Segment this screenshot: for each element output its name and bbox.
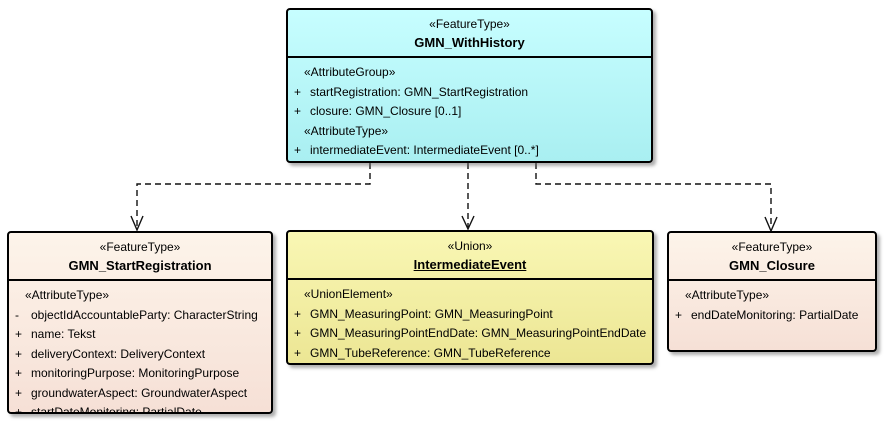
attribute-row: + groundwaterAspect: GroundwaterAspect [9, 384, 271, 404]
attribute-row: + name: Tekst [9, 325, 271, 345]
attribute-row: + startDateMonitoring: PartialDate [9, 403, 271, 412]
attribute-row: + monitoringPurpose: MonitoringPurpose [9, 364, 271, 384]
attribute-text: closure: GMN_Closure [0..1] [310, 104, 462, 118]
attribute-row: + intermediateEvent: IntermediateEvent [… [288, 141, 651, 161]
stereotype-label: «FeatureType» [731, 240, 813, 254]
class-header: «Union» IntermediateEvent [288, 232, 652, 280]
class-name: GMN_StartRegistration [68, 258, 212, 273]
attribute-text: endDateMonitoring: PartialDate [691, 307, 859, 322]
class-header: «FeatureType» GMN_StartRegistration [9, 233, 271, 281]
dependency-connector-withhistory-to-intermediateevent[interactable] [461, 163, 475, 231]
visibility-marker: + [294, 143, 302, 157]
section-label: «UnionElement» [304, 287, 393, 301]
class-header: «FeatureType» GMN_Closure [669, 233, 875, 281]
attribute-text: GMN_MeasuringPointEndDate: GMN_Measuring… [310, 326, 647, 340]
visibility-marker: + [675, 307, 683, 322]
attribute-row: + deliveryContext: DeliveryContext [9, 345, 271, 365]
dependency-connector-withhistory-to-closure[interactable] [535, 163, 778, 233]
class-name: GMN_Closure [729, 258, 815, 273]
open-arrowhead-icon [130, 215, 144, 232]
dependency-connector-withhistory-to-startregistration[interactable] [130, 163, 371, 232]
attribute-text: intermediateEvent: IntermediateEvent [0.… [310, 143, 539, 157]
attribute-text: startDateMonitoring: PartialDate [31, 405, 202, 412]
class-attributes: «AttributeType» - objectIdAccountablePar… [9, 281, 271, 412]
attribute-row: + startRegistration: GMN_StartRegistrati… [288, 83, 651, 103]
class-gmn-withhistory[interactable]: «FeatureType» GMN_WithHistory «Attribute… [286, 8, 653, 163]
attribute-text: deliveryContext: DeliveryContext [31, 346, 206, 361]
class-gmn-closure[interactable]: «FeatureType» GMN_Closure «AttributeType… [667, 231, 877, 352]
visibility-marker: + [294, 104, 302, 118]
section-label: «AttributeType» [304, 123, 389, 138]
attribute-row: + closure: GMN_Closure [0..1] [288, 102, 651, 122]
visibility-marker: + [15, 346, 23, 361]
class-attributes: «AttributeGroup» + startRegistration: GM… [288, 58, 651, 161]
visibility-marker: + [294, 84, 302, 99]
attribute-text: groundwaterAspect: GroundwaterAspect [31, 385, 248, 400]
visibility-marker: + [15, 366, 23, 380]
stereotype-label: «FeatureType» [99, 240, 181, 254]
attribute-row: + GMN_MeasuringPointEndDate: GMN_Measuri… [288, 324, 652, 344]
section-label: «AttributeType» [685, 288, 770, 302]
visibility-marker: + [15, 385, 23, 400]
class-name: IntermediateEvent [413, 257, 527, 272]
visibility-marker: + [294, 326, 302, 340]
attribute-text: GMN_TubeReference: GMN_TubeReference [310, 345, 551, 360]
section-label: «AttributeGroup» [304, 65, 396, 79]
attribute-text: objectIdAccountableParty: CharacterStrin… [31, 307, 258, 322]
attribute-row: - objectIdAccountableParty: CharacterStr… [9, 306, 271, 326]
class-attributes: «UnionElement» + GMN_MeasuringPoint: GMN… [288, 280, 652, 363]
attribute-text: startRegistration: GMN_StartRegistration [310, 84, 529, 99]
stereotype-label: «FeatureType» [429, 17, 510, 31]
attribute-row: + GMN_TubeReference: GMN_TubeReference [288, 344, 652, 364]
class-attributes: «AttributeType» + endDateMonitoring: Par… [669, 281, 875, 350]
attribute-row: + GMN_MeasuringPoint: GMN_MeasuringPoint [288, 305, 652, 325]
attribute-text: name: Tekst [31, 327, 96, 341]
visibility-marker: + [15, 327, 23, 341]
visibility-marker: + [15, 405, 23, 412]
class-gmn-startregistration[interactable]: «FeatureType» GMN_StartRegistration «Att… [7, 231, 273, 414]
visibility-marker: + [294, 345, 302, 360]
stereotype-label: «Union» [447, 239, 493, 253]
open-arrowhead-icon [461, 215, 475, 231]
class-name: GMN_WithHistory [414, 35, 525, 50]
attribute-row: + endDateMonitoring: PartialDate [669, 306, 875, 326]
visibility-marker: - [15, 307, 19, 322]
attribute-text: GMN_MeasuringPoint: GMN_MeasuringPoint [310, 306, 553, 321]
attribute-text: monitoringPurpose: MonitoringPurpose [31, 366, 240, 380]
visibility-marker: + [294, 306, 302, 321]
class-intermediateevent[interactable]: «Union» IntermediateEvent «UnionElement»… [286, 230, 654, 365]
class-header: «FeatureType» GMN_WithHistory [288, 10, 651, 58]
section-label: «AttributeType» [25, 288, 110, 302]
